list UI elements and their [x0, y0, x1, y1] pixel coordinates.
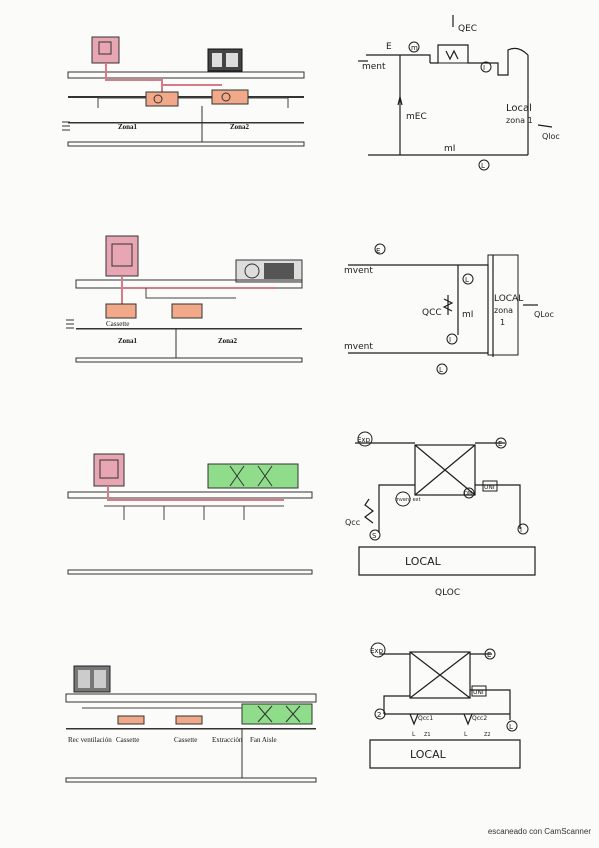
node-e-label: E: [376, 247, 380, 255]
label-cassette-2: Cassette: [174, 736, 197, 744]
local-label: LOCAL: [410, 748, 447, 761]
node-2-label: 2: [377, 711, 381, 719]
m-ent-label: ment: [362, 62, 386, 72]
label-cassette-1: Cassette: [116, 736, 139, 744]
z1-label: Z1: [424, 732, 431, 738]
m-vent-top-label: mvent: [344, 266, 373, 276]
q-cc-label: Qcc: [345, 518, 360, 527]
zone2-label: Zona2: [230, 123, 250, 131]
node-e-label: E: [498, 440, 502, 448]
node-l-label: L: [481, 162, 485, 170]
diagram4-schematic: Rec ventilación Cassette Cassette Extrac…: [62, 660, 320, 795]
zona-number-label: 1: [500, 318, 505, 327]
uni-label: UNI: [484, 484, 495, 491]
node-i-label: I: [449, 336, 451, 344]
diagram1-schematic: Zona1 Zona2: [62, 30, 310, 150]
local-label: Local: [506, 103, 532, 114]
label-fan-aisle: Fan Aisle: [250, 736, 277, 744]
scanner-watermark: escaneado con CamScanner: [487, 827, 591, 836]
label-extraccion: Extracción: [212, 736, 243, 744]
node-i-label: I: [483, 64, 485, 72]
node-l-top-label: L: [465, 276, 469, 284]
m-i-label: mI: [462, 310, 473, 320]
node-m-label: m: [411, 44, 418, 52]
diagram3-sketch: Exp E mvent ext QM UNI Qcc S I LOCAL QLO…: [345, 425, 575, 605]
uni-label: UNI: [473, 689, 484, 696]
node-s-label: S: [372, 532, 377, 540]
diagram4-sketch: Exp E UNI Qcc1 Qcc2 2 L L L Z1 Z2 LOCAL: [360, 630, 575, 780]
node-i-label: I: [520, 526, 522, 534]
diagram1-sketch: E m ment QEC I Local zona 1 Qloc mEC mI …: [338, 15, 573, 180]
cassette-label: Cassette: [106, 320, 129, 328]
diagram2-sketch: E mvent L QCC mI LOCAL zona 1 QLoc I mve…: [338, 235, 573, 385]
node-l-bottom-label: L: [439, 366, 443, 374]
local-label: LOCAL: [494, 294, 523, 304]
node-e-label: E: [386, 42, 392, 52]
zone1-label: Zona1: [118, 123, 138, 131]
zona-label: zona 1: [506, 116, 533, 125]
zona-label: zona: [494, 306, 513, 315]
label-rec-ventilacion: Rec ventilación: [68, 736, 112, 744]
local-label: LOCAL: [405, 555, 442, 568]
l2-label: L: [464, 731, 468, 738]
zone2-label: Zona2: [218, 337, 238, 345]
z2-label: Z2: [484, 732, 491, 738]
q-loc-label: Qloc: [542, 132, 560, 141]
q-cc-label: QCC: [422, 308, 442, 318]
l1-label: L: [412, 731, 416, 738]
zone1-label: Zona1: [118, 337, 138, 345]
node-l-label: L: [509, 723, 513, 731]
exp-label: Exp: [357, 436, 371, 444]
diagram2-schematic: Cassette Zona1 Zona2: [66, 228, 308, 368]
roof-unit-icon: [91, 36, 120, 64]
m-vent-label: mvent ext: [395, 497, 421, 503]
node-e-label: E: [487, 651, 491, 659]
m-ec-label: mEC: [406, 112, 427, 122]
q-m-label: QM: [464, 491, 472, 497]
q-cc2-label: Qcc2: [472, 715, 487, 722]
q-ec-label: QEC: [458, 24, 477, 34]
q-loc-label: QLoc: [534, 310, 554, 319]
q-cc1-label: Qcc1: [418, 715, 433, 722]
m-vent-bottom-label: mvent: [344, 342, 373, 352]
exp-label: Exp: [370, 647, 384, 655]
diagram3-schematic: [64, 440, 320, 590]
q-loc-label: QLOC: [435, 588, 460, 598]
m-i-label: mI: [444, 144, 455, 154]
